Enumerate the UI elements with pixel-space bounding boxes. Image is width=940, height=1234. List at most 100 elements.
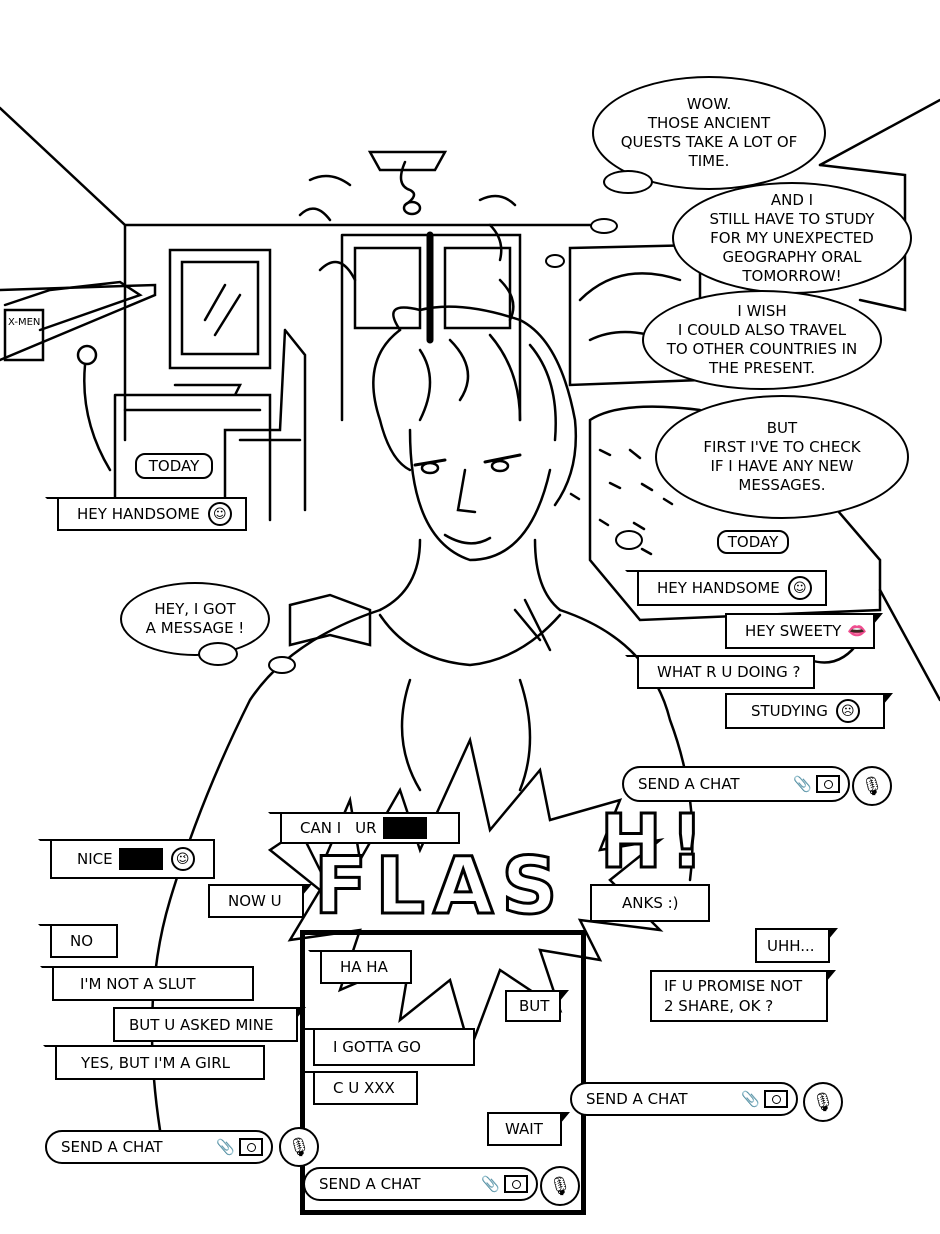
- message-bubble: NO: [50, 924, 118, 958]
- thought-bubble: AND I STILL HAVE TO STUDY FOR MY UNEXPEC…: [672, 182, 912, 294]
- window-glare: [203, 283, 242, 337]
- hood: [378, 613, 562, 667]
- ceiling-lamp-base: [367, 150, 448, 172]
- camera-icon[interactable]: [239, 1138, 263, 1156]
- camera-icon[interactable]: [504, 1175, 528, 1193]
- date-label-today: TODAY: [717, 530, 789, 554]
- send-chat-input[interactable]: SEND A CHAT 📎: [570, 1082, 798, 1116]
- message-bubble: UHH...: [755, 928, 838, 963]
- message-text: STUDYING: [751, 702, 828, 720]
- open-book: [288, 593, 372, 647]
- wall-outlet: [76, 344, 98, 366]
- message-bubble: BUT U ASKED MINE: [113, 1007, 306, 1042]
- tongue-emoji-icon: ☺: [207, 502, 232, 526]
- kiss-lips-icon: 👄: [847, 621, 868, 640]
- send-chat-input[interactable]: SEND A CHAT 📎: [303, 1167, 538, 1201]
- shelf-books: [3, 280, 143, 332]
- thought-bubble: I WISH I COULD ALSO TRAVEL TO OTHER COUN…: [642, 290, 882, 390]
- flash-letter-exclamation: !: [668, 799, 705, 885]
- neck: [378, 538, 562, 612]
- face: [408, 428, 552, 562]
- paperclip-icon[interactable]: 📎: [741, 1090, 760, 1108]
- thought-dot: [603, 170, 653, 194]
- microphone-icon: 🎙: [811, 1091, 835, 1113]
- hair-strands: [418, 333, 557, 442]
- message-bubble: I'M NOT A SLUT: [52, 966, 254, 1001]
- flash-letter-h: H: [599, 799, 664, 885]
- chair: [223, 328, 307, 522]
- message-bubble: HEY SWEETY 👄: [725, 613, 883, 649]
- hair-left: [372, 328, 412, 472]
- door-panel: [443, 246, 512, 330]
- censored-block: [118, 848, 163, 870]
- microphone-button[interactable]: 🎙: [540, 1166, 580, 1206]
- send-chat-input[interactable]: SEND A CHAT 📎: [622, 766, 850, 802]
- flash-lettering-right: H !: [599, 799, 706, 885]
- message-bubble: HEY HANDSOME ☺: [57, 497, 247, 531]
- camera-icon[interactable]: [764, 1090, 788, 1108]
- hair: [392, 305, 578, 507]
- send-chat-placeholder: SEND A CHAT: [61, 1138, 163, 1156]
- message-bubble: C U XXX: [313, 1071, 418, 1105]
- message-bubble: NICE 😉: [50, 839, 215, 879]
- message-text: HEY SWEETY: [745, 622, 842, 640]
- tongue-emoji-icon: ☺: [787, 576, 812, 600]
- xmen-comic: [3, 308, 45, 362]
- window-pane: [180, 260, 260, 356]
- message-text: UR: [355, 819, 377, 837]
- send-chat-input[interactable]: SEND A CHAT 📎: [45, 1130, 273, 1164]
- message-bubble: HEY HANDSOME ☺: [637, 570, 827, 606]
- message-bubble: STUDYING☹: [725, 693, 893, 729]
- message-bubble: NOW U: [208, 884, 312, 918]
- wink-emoji-icon: 😉: [170, 847, 195, 871]
- send-chat-placeholder: SEND A CHAT: [319, 1175, 421, 1193]
- right-shoulder: [558, 608, 694, 882]
- microphone-button[interactable]: 🎙: [852, 766, 892, 806]
- microphone-button[interactable]: 🎙: [279, 1127, 319, 1167]
- thought-dot: [615, 530, 643, 550]
- flash-letter-a: A: [431, 842, 494, 932]
- right-eye: [490, 459, 510, 473]
- thought-dot: [268, 656, 296, 674]
- message-bubble: HA HA: [320, 950, 412, 984]
- microphone-icon: 🎙: [860, 775, 884, 797]
- message-bubble: IF U PROMISE NOT 2 SHARE, OK ?: [650, 970, 836, 1022]
- hoodie-strings: [400, 678, 532, 792]
- message-bubble: ANKS :): [590, 884, 710, 922]
- message-bubble: BUT: [505, 990, 569, 1022]
- cable: [83, 363, 112, 472]
- desk: [113, 383, 272, 522]
- lamp-cord: [399, 160, 416, 207]
- message-bubble: WHAT R U DOING ?: [637, 655, 815, 689]
- thought-bubble: WOW. THOSE ANCIENT QUESTS TAKE A LOT OF …: [592, 76, 826, 190]
- message-text: NICE: [77, 850, 113, 868]
- message-text: HEY HANDSOME: [657, 579, 780, 597]
- paperclip-icon[interactable]: 📎: [216, 1138, 235, 1156]
- flash-letter-l: L: [374, 842, 427, 932]
- message-bubble: WAIT: [487, 1112, 570, 1146]
- right-ceiling-line: [818, 98, 940, 167]
- flash-lettering-left: F L A S: [312, 842, 559, 932]
- date-label-today: TODAY: [135, 453, 213, 479]
- pen: [513, 598, 552, 652]
- thought-dot: [198, 642, 238, 666]
- nose-mouth: [443, 468, 492, 545]
- motion-lines: [298, 174, 517, 322]
- microphone-icon: 🎙: [287, 1136, 311, 1158]
- flash-letter-s: S: [500, 842, 559, 932]
- camera-icon[interactable]: [816, 775, 840, 793]
- message-text: HEY HANDSOME: [77, 505, 200, 523]
- paperclip-icon[interactable]: 📎: [481, 1175, 500, 1193]
- thought-bubble: BUT FIRST I'VE TO CHECK IF I HAVE ANY NE…: [655, 395, 909, 519]
- microphone-button[interactable]: 🎙: [803, 1082, 843, 1122]
- light-bulb: [402, 200, 422, 216]
- left-wall-ceiling-line: [0, 106, 592, 227]
- send-chat-placeholder: SEND A CHAT: [638, 775, 740, 793]
- paperclip-icon[interactable]: 📎: [793, 775, 812, 793]
- send-chat-placeholder: SEND A CHAT: [586, 1090, 688, 1108]
- thought-dot: [545, 254, 565, 268]
- window: [168, 248, 272, 370]
- flash-letter-f: F: [312, 842, 368, 932]
